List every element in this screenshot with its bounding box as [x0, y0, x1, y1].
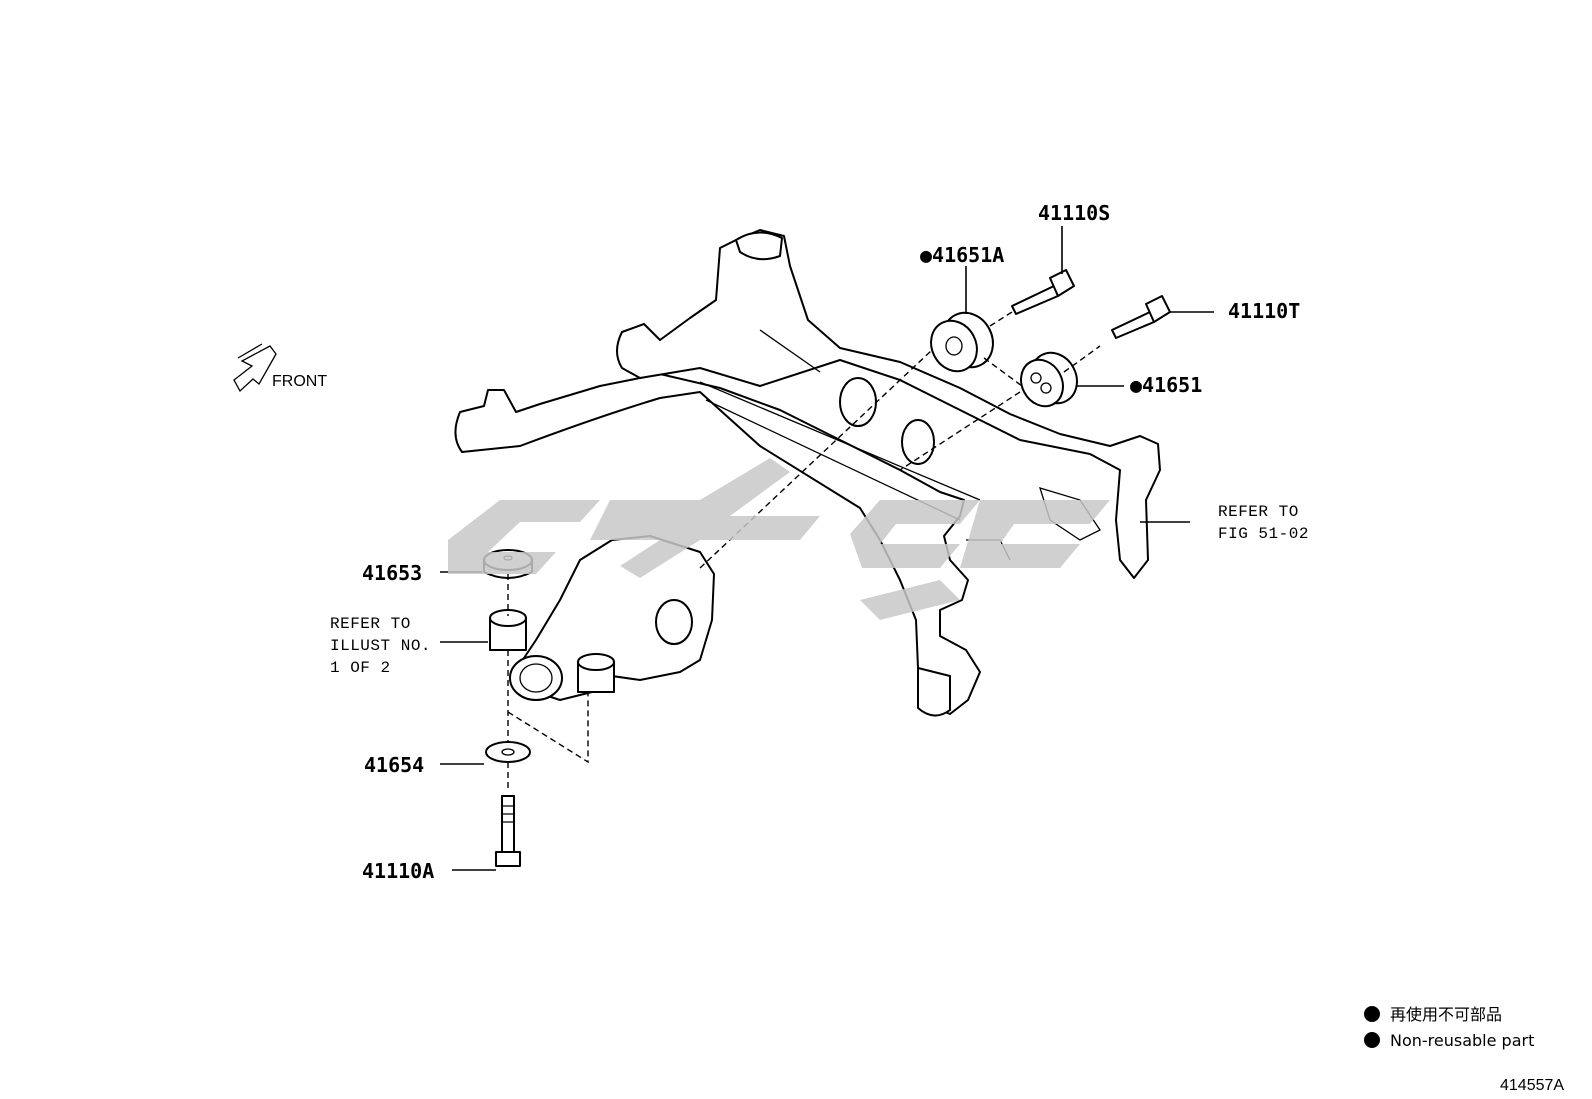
assembly-lines	[507, 311, 1101, 792]
bushing-41651	[1020, 351, 1078, 408]
legend-line-1: 再使用不可部品	[1390, 1005, 1502, 1024]
bolt-41110s	[1011, 269, 1075, 315]
leader-lines	[440, 226, 1214, 871]
callout-41651: ●41651	[1130, 373, 1202, 397]
refer-illust-line-1: REFER TO	[330, 615, 411, 633]
callout-41110t: 41110T	[1228, 299, 1300, 323]
legend-line-2: Non-reusable part	[1390, 1031, 1534, 1050]
refer-illust-line-3: 1 OF 2	[330, 659, 391, 677]
figure-code: 414557A	[1500, 1077, 1564, 1094]
front-arrow-icon	[233, 343, 277, 393]
legend: 再使用不可部品 Non-reusable part	[1364, 1005, 1534, 1050]
callout-41110a: 41110A	[362, 859, 434, 883]
callout-41654: 41654	[364, 753, 424, 777]
bolt-41110t	[1111, 295, 1171, 339]
differential	[489, 535, 715, 701]
bolt-41110a	[495, 795, 521, 867]
bushing-41651a	[930, 311, 994, 373]
watermark-logo	[448, 458, 1110, 620]
legend-bullet-icon	[1364, 1006, 1380, 1022]
front-label: FRONT	[272, 373, 327, 390]
callout-41653: 41653	[362, 561, 422, 585]
washer-41654	[485, 741, 531, 763]
callout-41110s: 41110S	[1038, 201, 1110, 225]
legend-bullet-icon	[1364, 1032, 1380, 1048]
refer-illust-line-2: ILLUST NO.	[330, 637, 431, 655]
callout-41651a: ●41651A	[920, 243, 1004, 267]
refer-fig-line-2: FIG 51-02	[1218, 525, 1309, 543]
refer-fig-line-1: REFER TO	[1218, 503, 1299, 521]
